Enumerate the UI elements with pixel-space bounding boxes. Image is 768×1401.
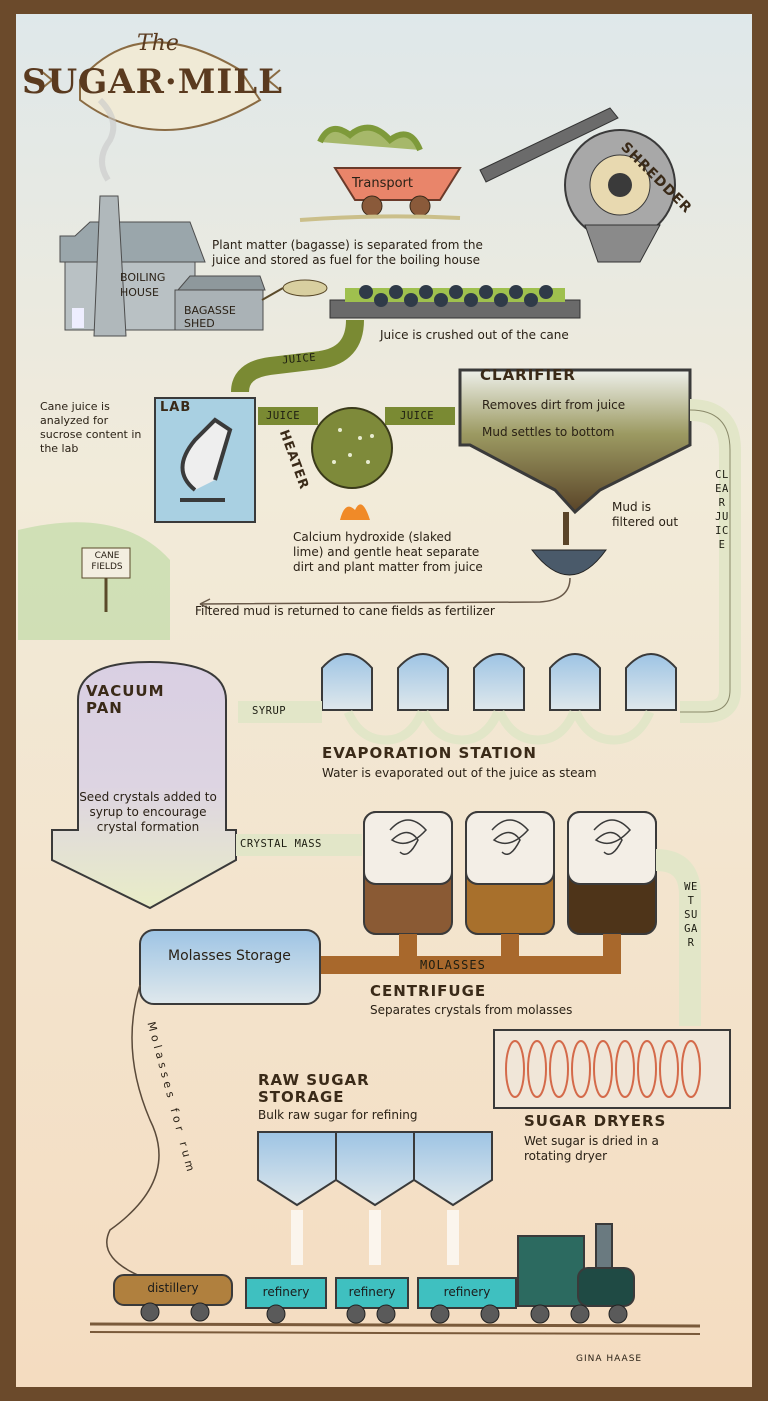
train xyxy=(113,1223,635,1309)
crush-note: Juice is crushed out of the cane xyxy=(380,328,569,342)
pipe-label-juice-2: JUICE xyxy=(266,410,301,422)
boiling-house xyxy=(64,261,196,331)
crusher-bed xyxy=(329,299,581,319)
transport-label: Transport xyxy=(352,176,414,191)
strainer xyxy=(282,279,328,297)
signature: GINA HAASE xyxy=(576,1354,643,1364)
mud-filter xyxy=(530,549,607,576)
evaporation-tanks xyxy=(321,653,677,711)
pipe-label-molasses: MOLASSES xyxy=(420,958,486,972)
raw-sugar-hoppers xyxy=(257,1131,493,1207)
pipe-label-wet-sugar: WET SUGAR xyxy=(684,881,698,949)
bagasse-shed-label: BAGASSE SHED xyxy=(184,304,236,330)
lime-note: Calcium hydroxide (slaked lime) and gent… xyxy=(293,530,483,574)
mud-note: Mud is filtered out xyxy=(612,500,679,529)
clarifier-tank xyxy=(458,368,692,515)
bagasse-shed xyxy=(174,289,264,331)
vacuum-pan-label: VACUUM PAN xyxy=(86,682,165,717)
title-the: The xyxy=(137,31,179,56)
molasses-storage-label: Molasses Storage xyxy=(168,948,291,964)
chimney xyxy=(93,195,127,337)
pipe-label-crystal-mass: CRYSTAL MASS xyxy=(240,838,322,850)
title-badge xyxy=(79,41,262,131)
dryers-note: Wet sugar is dried in a rotating dryer xyxy=(524,1134,659,1163)
cane-fields-label: CANE FIELDS xyxy=(91,551,123,572)
centrifuge-note: Separates crystals from molasses xyxy=(370,1003,573,1017)
boiling-house-label: BOILING HOUSE xyxy=(120,271,166,299)
transport-cart xyxy=(333,167,462,201)
conveyor xyxy=(479,107,619,183)
pipe-label-syrup: SYRUP xyxy=(252,705,287,717)
bagasse-note: Plant matter (bagasse) is separated from… xyxy=(212,238,483,267)
seed-note: Seed crystals added to syrup to encourag… xyxy=(79,790,217,834)
heater-tank xyxy=(311,407,393,489)
evaporation-note: Water is evaporated out of the juice as … xyxy=(322,766,597,780)
raw-sugar-note: Bulk raw sugar for refining xyxy=(258,1108,418,1122)
raw-sugar-label: RAW SUGAR STORAGE xyxy=(258,1071,370,1106)
pipe-label-juice-3: JUICE xyxy=(400,410,435,422)
lab-note: Cane juice is analyzed for sucrose conte… xyxy=(40,400,142,455)
centrifuges xyxy=(363,811,657,935)
lab-label: LAB xyxy=(160,400,192,415)
evaporation-label: EVAPORATION STATION xyxy=(322,744,537,762)
clarifier-note-2: Mud settles to bottom xyxy=(482,425,615,439)
centrifuge-label: CENTRIFUGE xyxy=(370,982,487,1000)
molasses-storage-tank xyxy=(139,929,321,1005)
dryers-label: SUGAR DRYERS xyxy=(524,1112,667,1130)
page-title: SUGAR·MILL xyxy=(22,62,284,102)
cart-label-refinery-3: refinery xyxy=(443,1285,491,1299)
pipe-label-clear-juice: CLEAR JUICE xyxy=(715,469,729,551)
clarifier-note-1: Removes dirt from juice xyxy=(482,398,626,412)
cart-label-refinery-1: refinery xyxy=(262,1285,310,1299)
clarifier-label: CLARIFIER xyxy=(480,366,576,384)
cart-label-refinery-2: refinery xyxy=(348,1285,396,1299)
cart-label-distillery: distillery xyxy=(147,1281,199,1295)
flame xyxy=(340,504,370,520)
fertilizer-note: Filtered mud is returned to cane fields … xyxy=(195,604,495,618)
